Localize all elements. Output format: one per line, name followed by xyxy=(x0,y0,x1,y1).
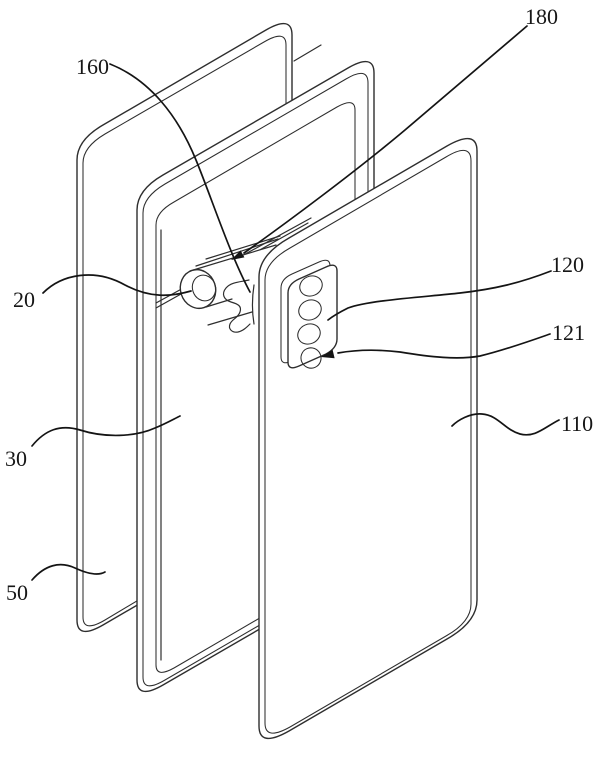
camera-lens-bore xyxy=(191,274,217,302)
bracket-plate-edge xyxy=(251,284,255,325)
ref-label-110: 110 xyxy=(561,411,593,436)
arrowhead-121 xyxy=(321,349,335,359)
reference-labels: 180 160 20 30 50 120 121 110 xyxy=(5,4,593,605)
leader-110 xyxy=(451,413,560,436)
leader-180 xyxy=(243,25,528,254)
leader-121 xyxy=(337,333,551,359)
bracket-bottom-edge xyxy=(207,311,253,326)
leader-50 xyxy=(31,563,106,581)
leader-120 xyxy=(327,270,552,321)
camera-housing-bar-line-2 xyxy=(205,235,281,260)
ref-label-180: 180 xyxy=(525,4,558,29)
rear-camera-module-120 xyxy=(280,259,338,369)
leader-160 xyxy=(109,63,251,293)
frame-corner-connector-line xyxy=(293,44,322,62)
ref-label-160: 160 xyxy=(76,54,109,79)
camera-lens-3 xyxy=(297,323,321,345)
camera-lens-2 xyxy=(298,299,322,321)
camera-flash-lens-4 xyxy=(300,347,322,369)
ref-label-50: 50 xyxy=(6,580,28,605)
leader-lines xyxy=(31,25,560,581)
ref-label-121: 121 xyxy=(552,320,585,345)
back-cover-thickness-line xyxy=(264,149,472,734)
bracket-hook-profile xyxy=(222,279,251,333)
camera-lens-1 xyxy=(299,275,323,297)
camera-housing-bar-line-1 xyxy=(195,238,279,267)
leader-30 xyxy=(31,415,181,447)
ref-label-30: 30 xyxy=(5,446,27,471)
leader-20 xyxy=(42,274,192,297)
ref-label-120: 120 xyxy=(551,252,584,277)
ref-label-20: 20 xyxy=(13,287,35,312)
